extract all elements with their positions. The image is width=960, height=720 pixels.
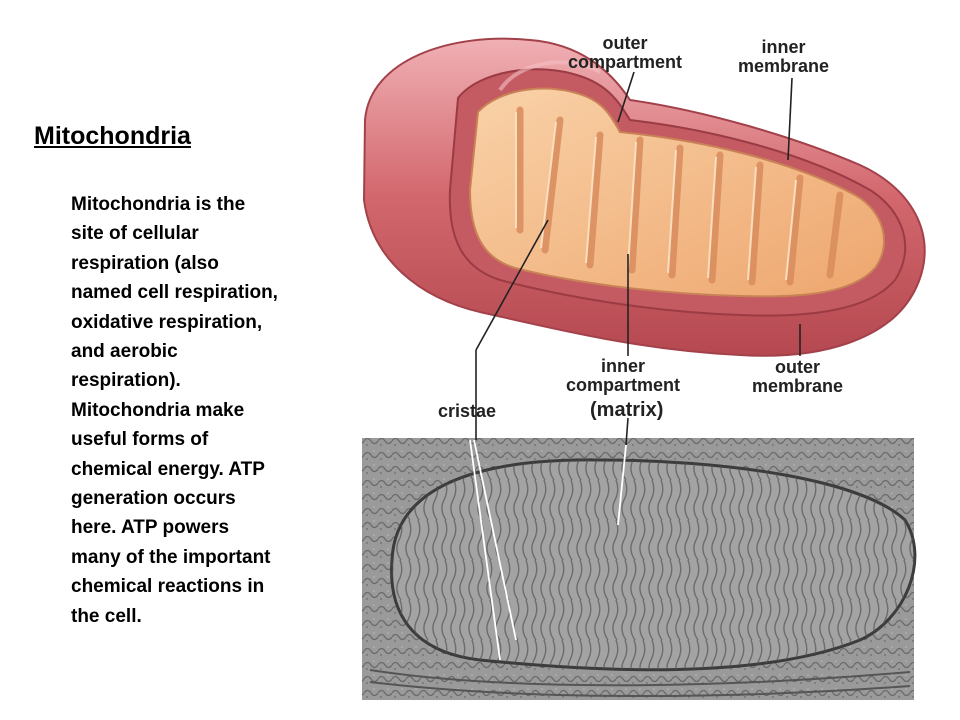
body-line: site of cellular xyxy=(71,223,199,245)
label-outer-membrane: outer membrane xyxy=(752,357,844,396)
body-line: respiration). xyxy=(71,370,181,392)
label-leader-lines xyxy=(475,71,801,446)
body-line: useful forms of xyxy=(71,429,209,451)
body-line: chemical reactions in xyxy=(71,576,265,598)
label-outer-compartment: outer compartment xyxy=(568,33,683,72)
body-line: chemical energy. ATP xyxy=(71,458,265,480)
body-line: Mitochondria is the xyxy=(71,194,246,215)
body-line: oxidative respiration, xyxy=(71,311,263,333)
label-inner-membrane: inner membrane xyxy=(738,37,830,76)
label-cristae: cristae xyxy=(438,401,497,421)
body-line: many of the important xyxy=(71,546,271,568)
body-line: and aerobic xyxy=(71,341,178,363)
electron-micrograph xyxy=(362,438,917,700)
body-line: respiration (also xyxy=(71,252,219,274)
body-line: the cell. xyxy=(71,605,142,627)
body-line: generation occurs xyxy=(71,488,236,510)
mitochondrion-cutaway xyxy=(362,37,926,357)
slide-title: Mitochondria xyxy=(34,122,191,150)
slide-body-text: Mitochondria is the site of cellular res… xyxy=(71,190,343,631)
body-line: here. ATP powers xyxy=(71,517,230,539)
label-matrix: (matrix) xyxy=(590,399,664,421)
body-line: named cell respiration, xyxy=(71,282,278,304)
label-inner-compartment: inner compartment xyxy=(566,356,681,395)
micrograph-pointer-lines xyxy=(469,439,627,661)
body-line: Mitochondria make xyxy=(71,399,245,421)
